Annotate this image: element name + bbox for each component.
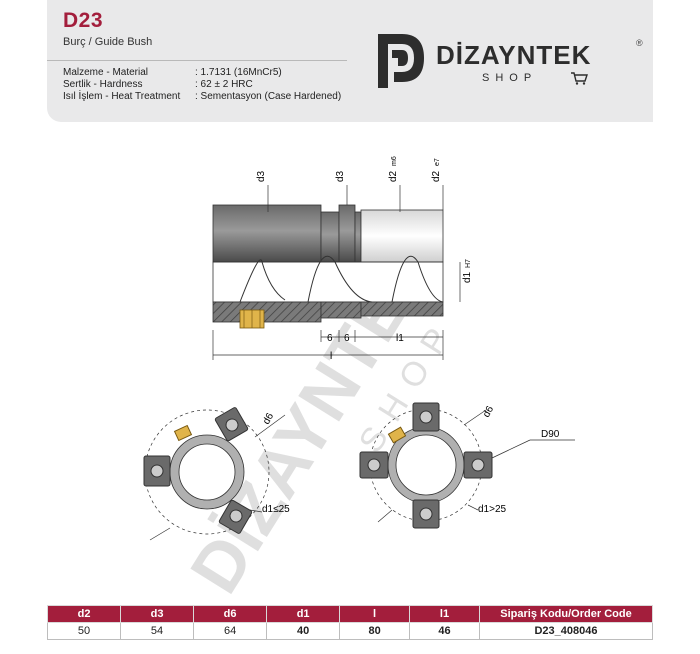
col-l: l bbox=[339, 605, 411, 623]
brand-mark-icon bbox=[378, 34, 424, 88]
cell-d3: 54 bbox=[120, 622, 195, 640]
registered-mark: ® bbox=[636, 38, 643, 48]
brass-screw-icon bbox=[387, 426, 407, 444]
table-header-row: d2 d3 d6 d1 l l1 Sipariş Kodu/Order Code bbox=[46, 605, 653, 623]
label-m6: m6 bbox=[391, 156, 398, 166]
bush-side-view bbox=[212, 204, 444, 329]
spec-label: Isıl İşlem - Heat Treatment bbox=[63, 91, 181, 102]
col-d6: d6 bbox=[193, 605, 268, 623]
col-d2: d2 bbox=[46, 605, 122, 623]
cell-order-code: D23_408046 bbox=[479, 622, 653, 640]
label-6: 6 bbox=[344, 333, 350, 344]
end-view-large bbox=[359, 402, 575, 529]
dimension-table: d2 d3 d6 d1 l l1 Sipariş Kodu/Order Code… bbox=[46, 605, 653, 640]
cell-l1: 46 bbox=[409, 622, 480, 640]
col-order-code: Sipariş Kodu/Order Code bbox=[479, 605, 653, 623]
spec-heat-treatment: Isıl İşlem - Heat Treatment : Sementasyo… bbox=[63, 91, 341, 103]
header-divider bbox=[47, 60, 347, 61]
label-d2: d2 bbox=[431, 170, 442, 182]
brand-logo: DİZAYNTEK SHOP ® bbox=[372, 30, 652, 90]
col-d1: d1 bbox=[266, 605, 341, 623]
spec-material: Malzeme - Material : 1.7131 (16MnCr5) bbox=[63, 67, 282, 79]
cart-icon bbox=[571, 72, 588, 85]
cell-l: 80 bbox=[339, 622, 411, 640]
col-d3: d3 bbox=[120, 605, 195, 623]
label-e7: e7 bbox=[434, 158, 441, 166]
label-d6: d6 bbox=[481, 404, 496, 420]
label-6: 6 bbox=[327, 333, 333, 344]
cell-d2: 50 bbox=[46, 622, 122, 640]
label-D90: D90 bbox=[541, 429, 560, 440]
dimension-lines bbox=[212, 185, 461, 360]
spec-label: Sertlik - Hardness bbox=[63, 79, 143, 90]
technical-drawing: DİZAYNTEK SHOP d3 bbox=[143, 156, 575, 602]
end-view-small bbox=[143, 407, 286, 541]
label-d6: d6 bbox=[261, 411, 276, 427]
spec-value: : Sementasyon (Case Hardened) bbox=[195, 91, 342, 102]
label-d1-gt-25: d1>25 bbox=[478, 504, 507, 515]
label-H7: H7 bbox=[465, 259, 472, 268]
spec-label: Malzeme - Material bbox=[63, 67, 149, 78]
product-code: D23 bbox=[63, 9, 104, 32]
table-row: 50 54 64 40 80 46 D23_408046 bbox=[46, 622, 653, 640]
spec-hardness: Sertlik - Hardness : 62 ± 2 HRC bbox=[63, 79, 253, 91]
label-l1: l1 bbox=[396, 333, 404, 344]
label-l: l bbox=[330, 351, 332, 362]
label-d3: d3 bbox=[335, 170, 346, 182]
label-d3: d3 bbox=[256, 170, 267, 182]
product-subtitle: Burç / Guide Bush bbox=[63, 36, 153, 48]
header-panel bbox=[47, 0, 653, 122]
spec-value: : 62 ± 2 HRC bbox=[195, 79, 253, 90]
cell-d6: 64 bbox=[193, 622, 268, 640]
col-l1: l1 bbox=[409, 605, 480, 623]
spec-value: : 1.7131 (16MnCr5) bbox=[195, 67, 282, 78]
brand-shop: SHOP bbox=[482, 72, 538, 84]
label-d1-le-25: d1≤25 bbox=[262, 504, 290, 515]
brass-screw-icon bbox=[173, 424, 193, 442]
brand-name: DİZAYNTEK bbox=[436, 40, 592, 70]
label-d1: d1 bbox=[462, 271, 473, 283]
label-d2: d2 bbox=[388, 170, 399, 182]
cell-d1: 40 bbox=[266, 622, 341, 640]
